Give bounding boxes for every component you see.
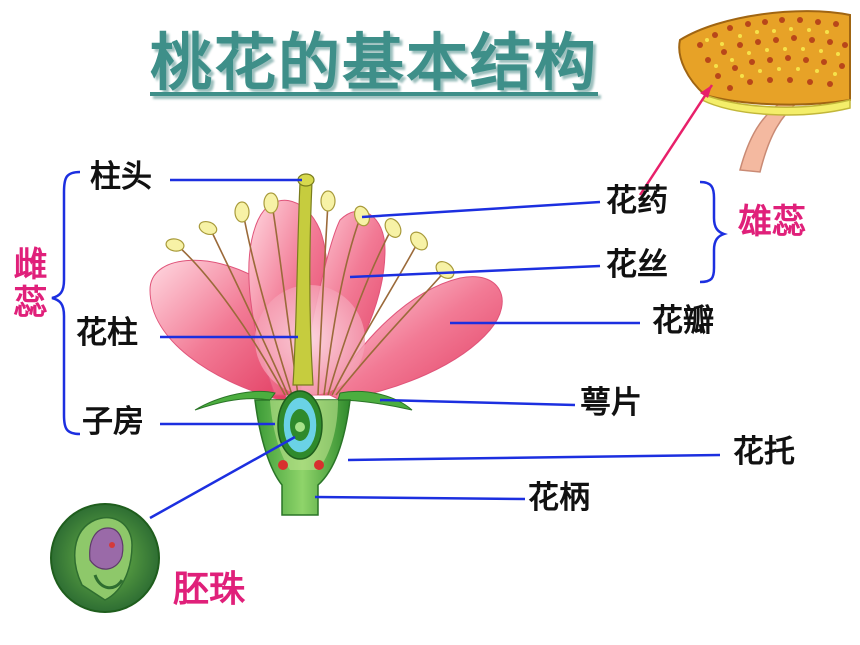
pistil bbox=[292, 173, 315, 386]
pistil-group-label: 雌蕊 bbox=[7, 246, 47, 322]
filament-label: 花丝 bbox=[606, 247, 668, 283]
petal-label: 花瓣 bbox=[652, 303, 714, 339]
pedicel-label: 花柄 bbox=[528, 480, 590, 516]
anther-label: 花药 bbox=[606, 183, 668, 219]
pointer-lines bbox=[149, 178, 721, 520]
style-label: 花柱 bbox=[76, 315, 138, 351]
sepal-label: 萼片 bbox=[580, 385, 642, 421]
stamen-group-label: 雄蕊 bbox=[738, 202, 806, 242]
receptacle-label: 花托 bbox=[733, 434, 795, 470]
pistil-bracket bbox=[51, 170, 81, 436]
anther-closeup bbox=[678, 10, 851, 173]
ovule-closeup bbox=[50, 503, 160, 613]
stamen-bracket bbox=[699, 180, 728, 284]
ovule-label: 胚珠 bbox=[173, 569, 246, 610]
ovary-label: 子房 bbox=[82, 404, 144, 440]
page-title: 桃花的基本结构 bbox=[150, 26, 599, 99]
anther-inset-pointer bbox=[638, 84, 714, 196]
anthers bbox=[165, 190, 455, 279]
stigma-label: 柱头 bbox=[90, 159, 152, 195]
